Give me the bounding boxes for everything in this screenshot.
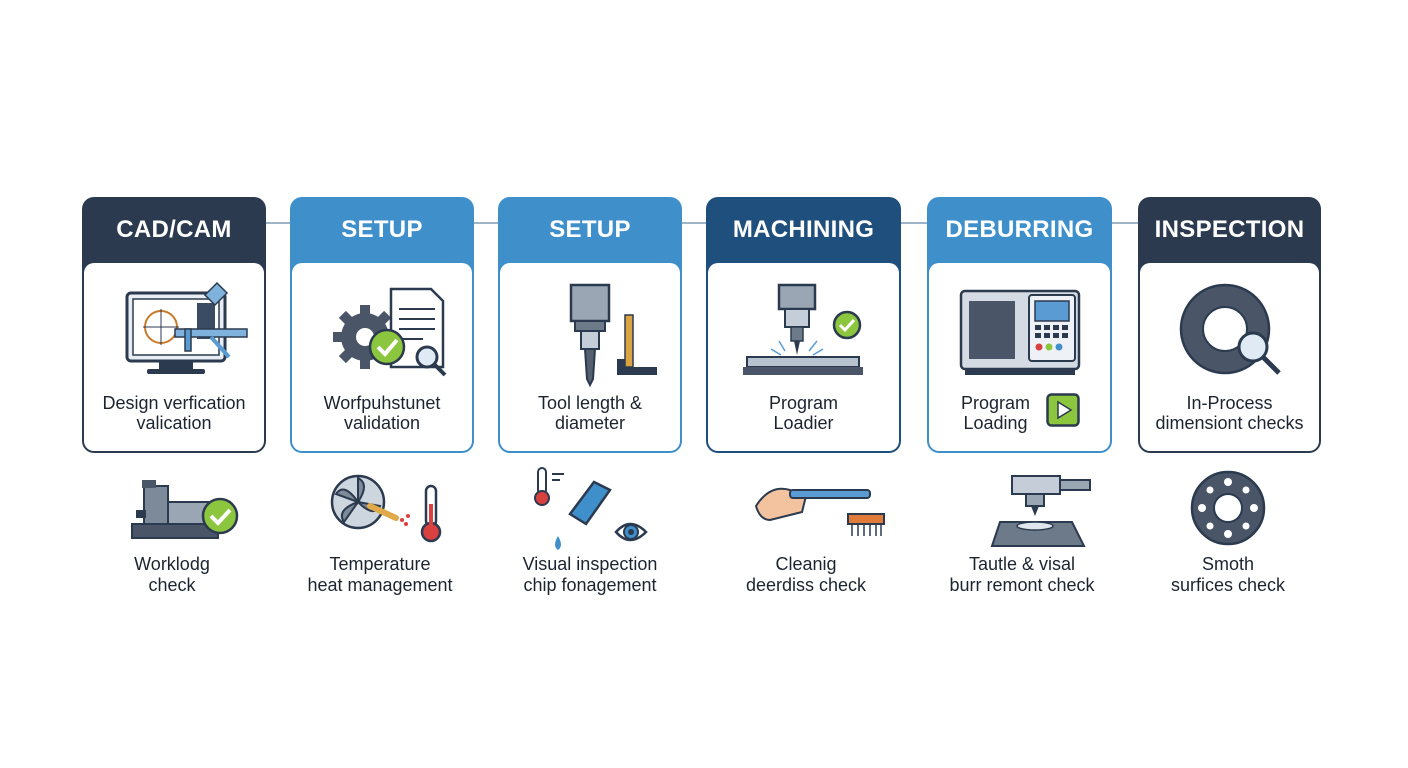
connector-line <box>901 222 927 224</box>
computer-caliper-icon <box>84 275 264 397</box>
stage-title: DEBURRING <box>945 216 1094 243</box>
connector-line <box>682 222 706 224</box>
stage-card-inspection: INSPECTION In-Process dimensiont checks <box>1138 197 1321 453</box>
tool-holder-icon <box>500 275 680 397</box>
stage-title: SETUP <box>341 216 423 243</box>
caption-line: chip fonagement <box>523 575 657 595</box>
check-caption: Temperature heat management <box>280 554 480 596</box>
spindle-cutting-icon <box>708 275 899 397</box>
caption-line: Worfpuhstunet <box>323 393 441 413</box>
check-item-temperature: Temperature heat management <box>280 466 480 606</box>
stage-body: Tool length & diameter <box>500 263 680 451</box>
stage-caption: Worfpuhstunet validation <box>296 393 468 433</box>
caption-line: Worklodg <box>134 554 210 574</box>
stage-card-cad-cam: CAD/CAM Design verfication valication <box>82 197 266 453</box>
stage-card-setup-2: SETUP Tool length & diameter <box>498 197 682 453</box>
caption-line: check <box>148 575 196 595</box>
eye-chip-icon <box>490 466 690 552</box>
stage-body: Program Loading <box>929 263 1110 451</box>
check-item-workload: Worklodg check <box>72 466 272 606</box>
stage-title: CAD/CAM <box>116 216 232 243</box>
caption-line: deerdiss check <box>745 575 867 595</box>
flange-ring-icon <box>1128 466 1328 552</box>
stage-caption: In-Process dimensiont checks <box>1144 393 1315 433</box>
stage-body: In-Process dimensiont checks <box>1140 263 1319 451</box>
stage-title: INSPECTION <box>1154 216 1305 243</box>
check-item-surface: Smoth surfices check <box>1128 466 1328 606</box>
hand-brush-icon <box>706 466 906 552</box>
connector-line <box>266 222 290 224</box>
stage-card-deburring: DEBURRING Program Loading <box>927 197 1112 453</box>
caption-line: Program <box>960 393 1031 413</box>
stage-caption: Tool length & diameter <box>504 393 676 433</box>
fan-thermometer-icon <box>280 466 480 552</box>
check-caption: Worklodg check <box>72 554 272 596</box>
stage-body: Worfpuhstunet validation <box>292 263 472 451</box>
caption-line: Loading <box>963 413 1028 433</box>
caption-line: Smoth <box>1201 554 1255 574</box>
caption-line: heat management <box>307 575 453 595</box>
stage-body: Program Loadier <box>708 263 899 451</box>
stage-card-machining: MACHINING Program Loadier <box>706 197 901 453</box>
caption-line: Design verfication <box>102 393 246 413</box>
connector-line <box>474 222 498 224</box>
gear-document-icon <box>292 275 472 397</box>
check-item-burr: Tautle & visal burr remont check <box>922 466 1122 606</box>
caption-line: Tautle & visal <box>968 554 1076 574</box>
connector-line <box>1112 222 1138 224</box>
check-caption: Cleanig deerdiss check <box>706 554 906 596</box>
caption-line: In-Process <box>1186 393 1273 413</box>
stage-body: Design verfication valication <box>84 263 264 451</box>
cnc-machine-icon <box>929 275 1110 397</box>
caption-line: burr remont check <box>949 575 1095 595</box>
stage-caption: Program Loadier <box>712 393 895 433</box>
vise-check-icon <box>72 466 272 552</box>
stage-caption: Program Loading <box>939 393 1052 433</box>
check-caption: Tautle & visal burr remont check <box>922 554 1122 596</box>
stage-title: SETUP <box>549 216 631 243</box>
caption-line: Temperature <box>329 554 431 574</box>
caption-line: valication <box>136 413 212 433</box>
check-caption: Smoth surfices check <box>1128 554 1328 596</box>
caption-line: Cleanig <box>775 554 837 574</box>
stage-caption: Design verfication valication <box>88 393 260 433</box>
caption-line: Tool length & <box>537 393 643 413</box>
play-button-icon[interactable] <box>1046 393 1080 427</box>
caption-line: diameter <box>554 413 626 433</box>
stage-title: MACHINING <box>732 216 875 243</box>
check-item-cleaning: Cleanig deerdiss check <box>706 466 906 606</box>
stage-card-setup-1: SETUP <box>290 197 474 453</box>
deburr-tool-icon <box>922 466 1122 552</box>
caption-line: Visual inspection <box>522 554 658 574</box>
caption-line: dimensiont checks <box>1155 413 1304 433</box>
check-caption: Visual inspection chip fonagement <box>490 554 690 596</box>
check-item-visual: Visual inspection chip fonagement <box>490 466 690 606</box>
caption-line: Program <box>768 393 839 413</box>
ring-magnifier-icon <box>1140 275 1319 397</box>
caption-line: validation <box>343 413 421 433</box>
caption-line: Loadier <box>773 413 834 433</box>
caption-line: surfices check <box>1170 575 1286 595</box>
